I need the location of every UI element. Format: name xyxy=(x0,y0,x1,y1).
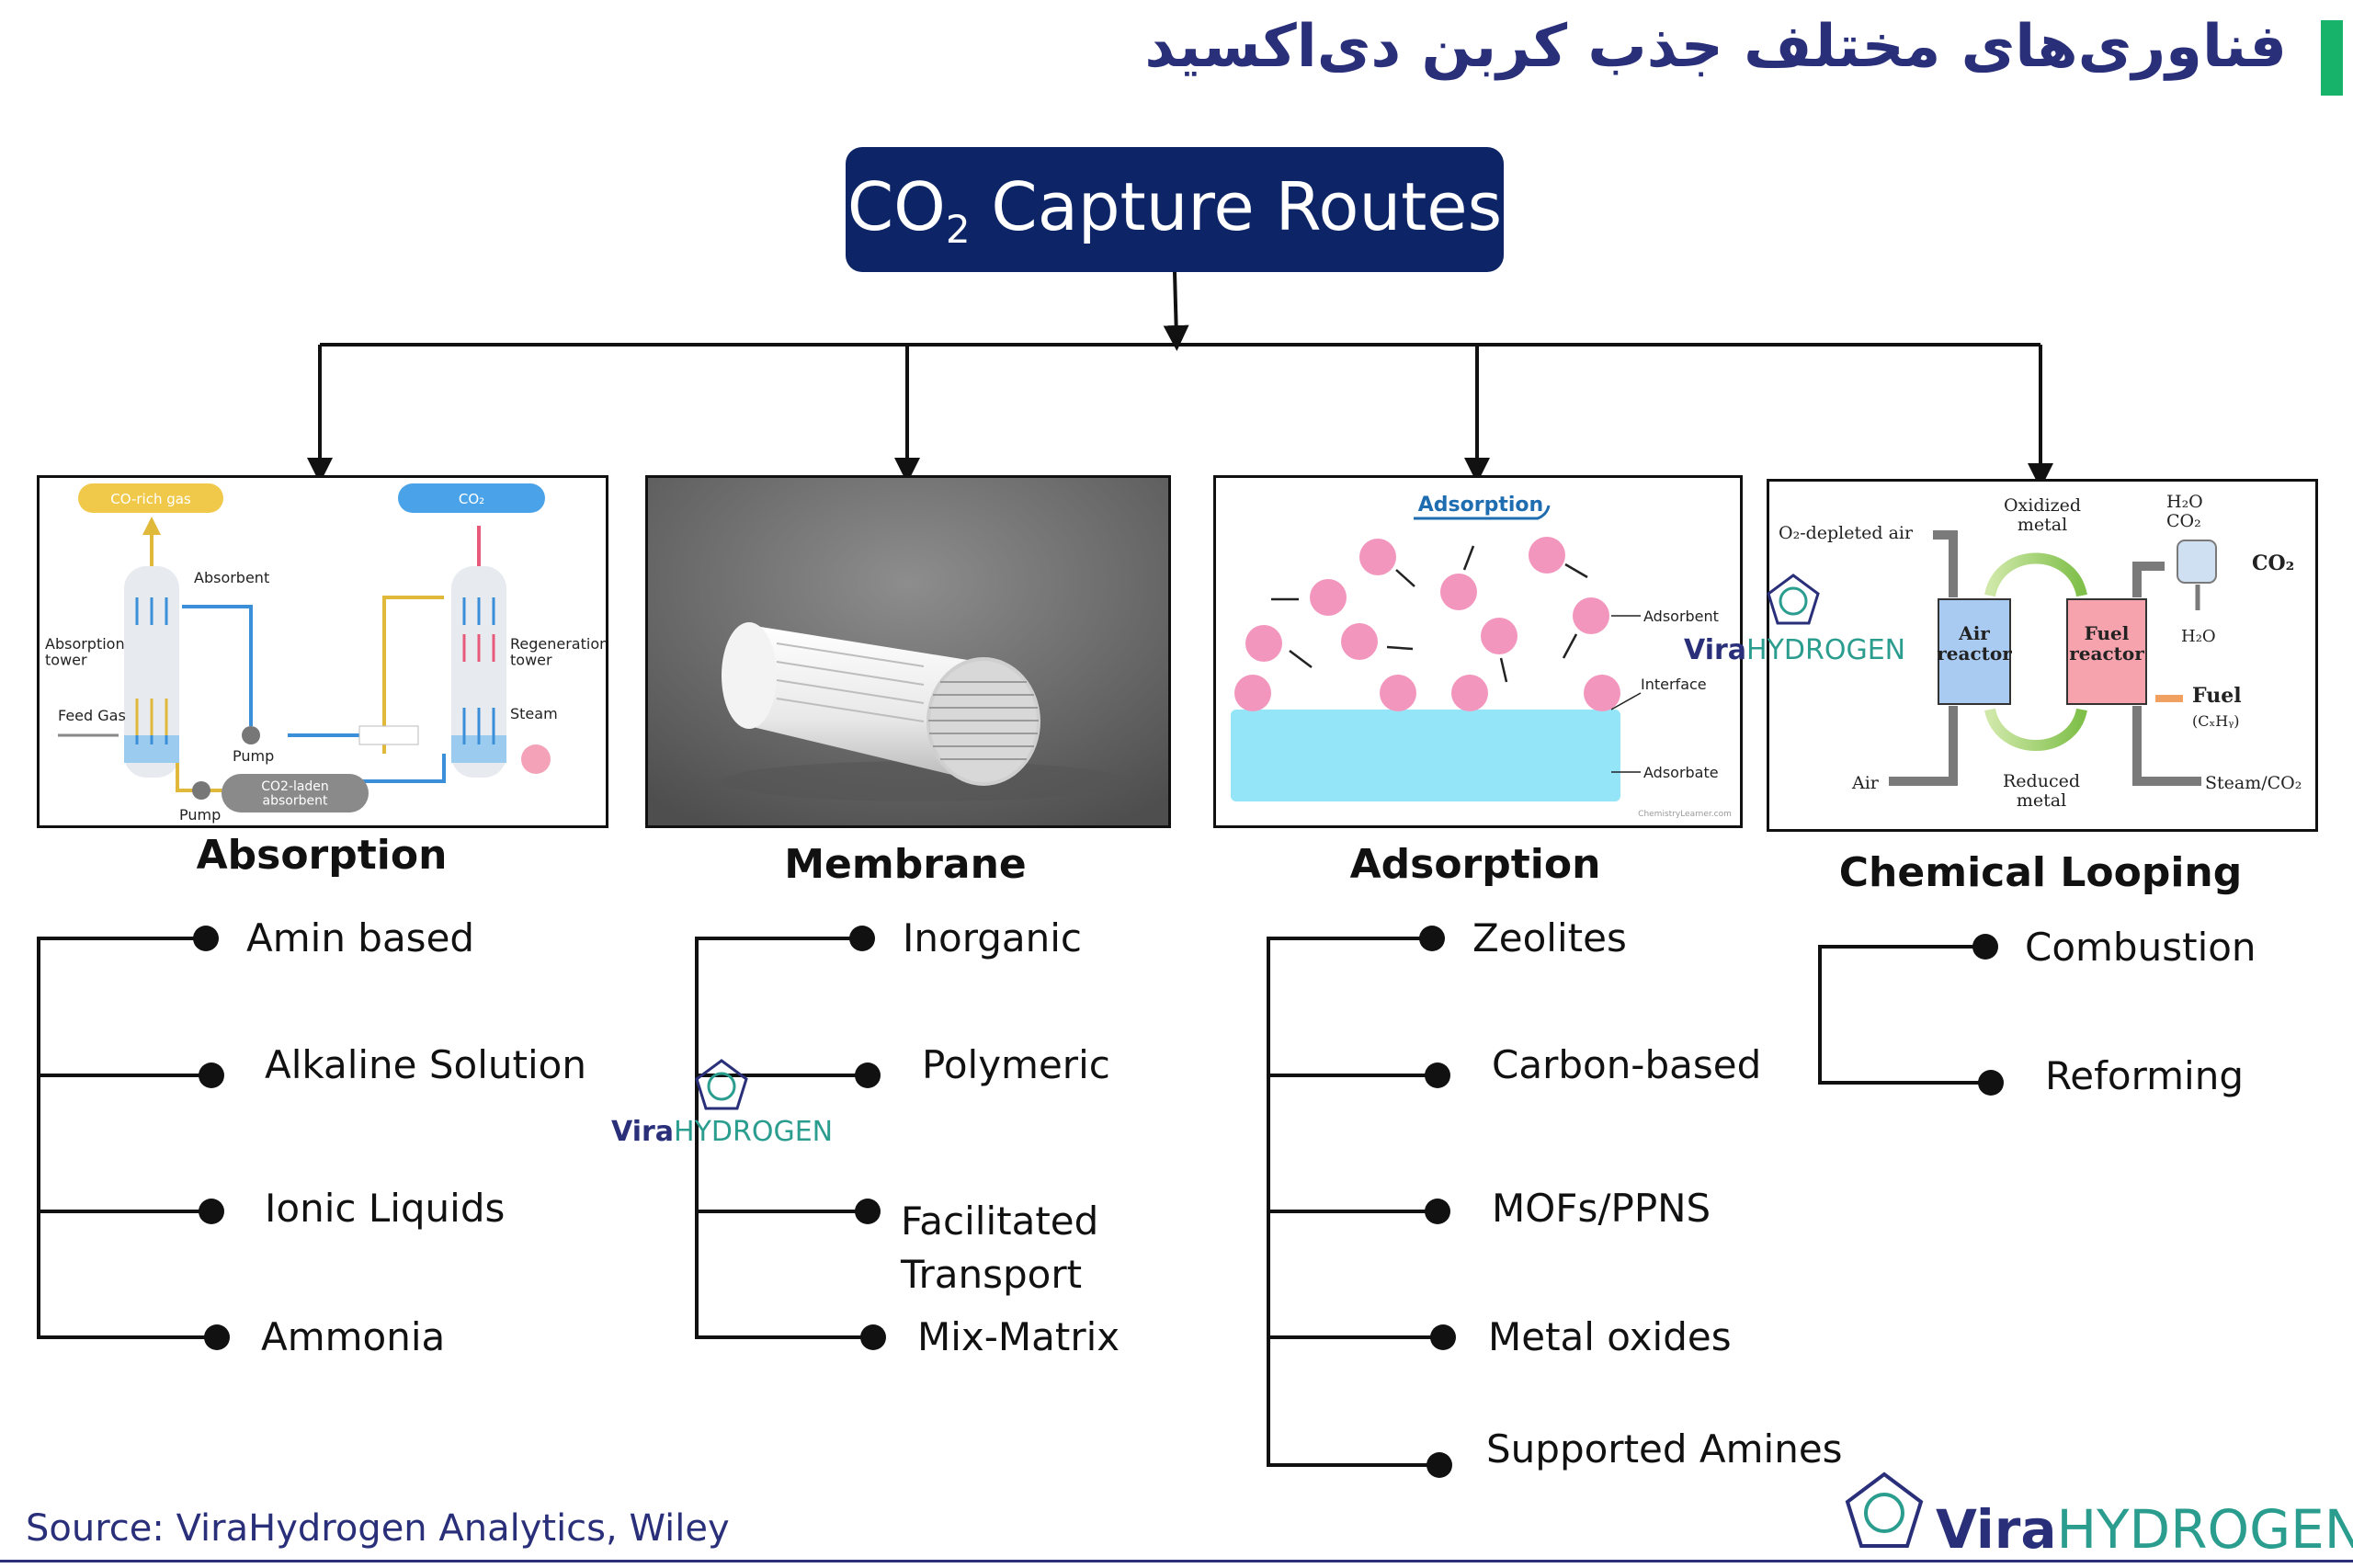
label-pump-1: Pump xyxy=(233,747,274,765)
label-h2o: H₂O xyxy=(2181,627,2216,646)
label-steam: Steam xyxy=(510,705,558,722)
label-co2-out: CO₂ xyxy=(2252,551,2294,575)
label-fuel: Fuel xyxy=(2192,684,2242,708)
watermark-2-logo-icon xyxy=(695,1059,748,1110)
root-arrow xyxy=(1163,271,1189,351)
label-absorbent: Absorbent xyxy=(194,569,269,586)
watermark-2-light: HYDROGEN xyxy=(674,1116,834,1148)
item-supported-amines: Supported Amines xyxy=(1486,1426,1843,1471)
root-title-main: CO xyxy=(847,167,946,245)
label-adsorbate: Adsorbate xyxy=(1643,764,1719,781)
item-zeolites: Zeolites xyxy=(1472,915,1627,960)
item-ionic-liquids: Ionic Liquids xyxy=(265,1186,506,1231)
label-adsorbent: Adsorbent xyxy=(1643,608,1719,625)
watermark-1-logo-icon xyxy=(1767,574,1820,625)
item-amin-based: Amin based xyxy=(246,915,475,960)
label-adsorption-title: Adsorption xyxy=(1418,494,1543,517)
item-mix-matrix: Mix-Matrix xyxy=(917,1314,1120,1359)
category-title-chemical-looping: Chemical Looping xyxy=(1838,849,2243,896)
item-mofs-ppns: MOFs/PPNS xyxy=(1492,1186,1711,1231)
label-co-rich-gas: CO-rich gas xyxy=(110,491,191,507)
membrane-svg xyxy=(648,478,1168,825)
label-interface: Interface xyxy=(1641,676,1707,693)
category-title-membrane: Membrane xyxy=(784,841,1027,888)
adsorption-figure: Adsorption Adsorbent Interface Adsorbate… xyxy=(1213,475,1743,828)
item-facilitated-transport: Facilitated Transport xyxy=(901,1199,1099,1297)
watermark-1-light: HYDROGEN xyxy=(1746,634,1906,666)
watermark-2: ViraHYDROGEN xyxy=(611,1116,833,1148)
label-fuel-formula: (CₓHᵧ) xyxy=(2192,712,2239,730)
label-pump-2: Pump xyxy=(179,806,221,824)
tree-chemical-looping xyxy=(1818,934,2004,1096)
brand-logo-bold: Vira xyxy=(1936,1498,2057,1561)
tree-absorption xyxy=(37,926,230,1350)
label-feed-gas: Feed Gas xyxy=(58,707,126,724)
footer-divider xyxy=(0,1560,2353,1562)
label-o2-depleted: O₂-depleted air xyxy=(1779,523,1914,543)
accent-bar xyxy=(2321,20,2343,96)
root-title-rest: Capture Routes xyxy=(970,167,1503,245)
page-title: فناوری‌های مختلف جذب کربن دی‌اکسید xyxy=(1144,13,2287,81)
label-air: Air xyxy=(1851,773,1880,793)
watermark-1-bold: Vira xyxy=(1684,634,1747,666)
watermark-2-bold: Vira xyxy=(611,1116,675,1148)
membrane-figure xyxy=(645,475,1171,828)
label-steam-co2: Steam/CO₂ xyxy=(2205,773,2302,793)
source-text: Source: ViraHydrogen Analytics, Wiley xyxy=(26,1507,730,1550)
item-alkaline-solution: Alkaline Solution xyxy=(265,1042,586,1087)
item-metal-oxides: Metal oxides xyxy=(1488,1314,1732,1359)
root-node: CO2 Capture Routes xyxy=(846,147,1504,272)
item-reforming: Reforming xyxy=(2045,1053,2245,1098)
item-combustion: Combustion xyxy=(2025,925,2256,970)
label-co2: CO₂ xyxy=(459,491,484,507)
root-title-sub: 2 xyxy=(945,206,971,252)
item-carbon-based: Carbon-based xyxy=(1492,1042,1762,1087)
item-ammonia: Ammonia xyxy=(261,1314,446,1359)
adsorption-svg: Adsorption Adsorbent Interface Adsorbate… xyxy=(1231,494,1732,819)
tree-adsorption xyxy=(1267,926,1456,1478)
item-polymeric: Polymeric xyxy=(922,1042,1110,1087)
label-credit: ChemistryLearner.com xyxy=(1638,810,1732,819)
brand-logo-light: HYDROGEN xyxy=(2056,1498,2353,1561)
brand-logo-icon xyxy=(1845,1471,1924,1548)
root-title: CO2 Capture Routes xyxy=(847,168,1502,252)
watermark-1: ViraHYDROGEN xyxy=(1684,634,1905,666)
item-inorganic: Inorganic xyxy=(903,915,1083,960)
category-title-absorption: Absorption xyxy=(196,832,448,879)
tree-membrane xyxy=(695,926,886,1350)
brand-logo: ViraHYDROGEN xyxy=(1936,1498,2353,1561)
category-title-adsorption: Adsorption xyxy=(1349,841,1601,888)
